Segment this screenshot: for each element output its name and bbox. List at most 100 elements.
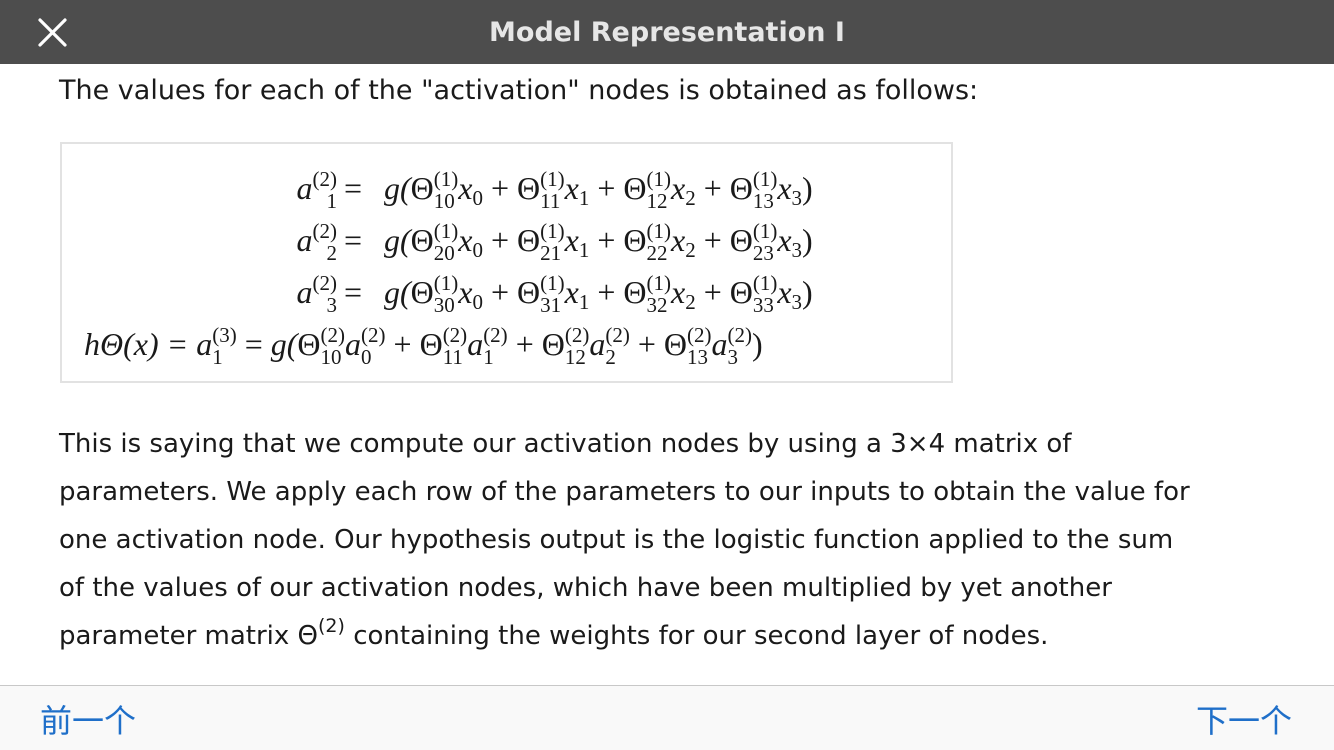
math-text: Θ (541, 326, 565, 362)
superscript: (2) (320, 322, 346, 347)
math-text: + (482, 274, 518, 310)
subscript: 30 (433, 292, 455, 317)
subscript: 3 (791, 186, 803, 210)
subscript: 2 (605, 344, 616, 369)
equals-sign: = (344, 222, 363, 258)
math-text: x (564, 274, 579, 310)
subscript: 12 (564, 344, 586, 369)
subscript: 2 (685, 290, 696, 314)
math-text: Θ (419, 326, 443, 362)
equals-sign: = (344, 170, 363, 206)
theta-indices: (2)12 (565, 324, 590, 368)
subscript: 0 (472, 186, 483, 210)
theta-indices: (1)13 (753, 168, 778, 212)
subscript: 0 (472, 290, 483, 314)
explanation-paragraph: This is saying that we compute our activ… (59, 420, 1289, 660)
paragraph-line: parameter matrix Θ(2) containing the wei… (59, 612, 1289, 660)
a-indices: (2)1 (483, 324, 508, 368)
subscript: 12 (646, 188, 668, 213)
superscript: (1) (433, 166, 459, 191)
paragraph-line: of the values of our activation nodes, w… (59, 573, 1112, 603)
subscript: 3 (791, 290, 803, 314)
close-icon (38, 18, 67, 47)
math-text: + (629, 326, 664, 362)
paragraph-line-text: parameter matrix Θ (59, 621, 319, 651)
math-text: ) (802, 170, 813, 206)
subscript: 2 (685, 238, 696, 262)
title-bar: Model Representation I (0, 0, 1334, 64)
math-text: Θ (410, 170, 434, 206)
theta-indices: (1)12 (646, 168, 671, 212)
superscript: (1) (752, 218, 778, 243)
superscript: (2) (605, 322, 630, 347)
math-text: a (296, 170, 313, 206)
math-text: x (670, 274, 686, 310)
math-text: + (695, 170, 730, 206)
lhs-indices: (2)1 (313, 168, 338, 212)
lhs-indices: (2)2 (313, 220, 338, 264)
math-text: Θ (729, 222, 753, 258)
paragraph-line: parameters. We apply each row of the par… (59, 477, 1190, 507)
superscript: (2) (312, 270, 338, 295)
theta-indices: (1)21 (540, 220, 565, 264)
math-text: x (777, 274, 792, 310)
math-text: Θ (623, 170, 647, 206)
math-text: g( (384, 222, 411, 258)
theta-indices: (1)22 (646, 220, 671, 264)
paragraph-line: one activation node. Our hypothesis outp… (59, 525, 1174, 555)
math-text: x (670, 222, 686, 258)
superscript: (2) (442, 322, 468, 347)
superscript: (3) (212, 322, 237, 347)
page-title: Model Representation I (489, 17, 845, 48)
math-text: a (296, 274, 313, 310)
subscript: 3 (727, 344, 739, 369)
subscript: 2 (685, 186, 696, 210)
superscript: (1) (433, 218, 459, 243)
math-text: x (564, 222, 579, 258)
math-text: + (695, 222, 730, 258)
math-text: ) (752, 326, 763, 362)
theta-indices: (1)11 (540, 168, 565, 212)
superscript: (1) (646, 218, 671, 243)
math-text: + (507, 326, 542, 362)
math-text: x (777, 170, 792, 206)
superscript: (2) (727, 322, 753, 347)
math-text: + (589, 274, 624, 310)
math-text: Θ (410, 274, 434, 310)
math-text: Θ (729, 274, 753, 310)
subscript: 22 (646, 240, 668, 265)
next-button[interactable]: 下一个 (1195, 702, 1292, 740)
theta-superscript: (2) (318, 615, 345, 637)
subscript: 3 (791, 238, 803, 262)
subscript: 11 (540, 188, 561, 213)
a-indices: (2)3 (728, 324, 753, 368)
math-text: + (589, 222, 624, 258)
math-text: x (564, 170, 579, 206)
math-text: + (482, 170, 518, 206)
close-button[interactable] (28, 8, 76, 56)
superscript: (1) (433, 270, 459, 295)
theta-indices: (2)10 (321, 324, 346, 368)
subscript: 0 (472, 238, 483, 262)
math-text: Θ (663, 326, 687, 362)
a-indices: (2)2 (605, 324, 630, 368)
math-text: x (458, 222, 473, 258)
math-text: Θ (297, 326, 321, 362)
math-text: = (236, 326, 271, 362)
math-text: ) (802, 222, 813, 258)
math-text: g( (270, 326, 298, 362)
subscript: 1 (483, 344, 494, 369)
prev-button[interactable]: 前一个 (40, 702, 137, 740)
subscript: 21 (540, 240, 562, 265)
theta-indices: (2)13 (687, 324, 712, 368)
paragraph-line-text: containing the weights for our second la… (344, 621, 1049, 651)
subscript: 20 (433, 240, 455, 265)
subscript: 2 (326, 240, 338, 265)
superscript: (1) (540, 166, 565, 191)
subscript: 10 (433, 188, 455, 213)
equation-lhs: a(2)1 (297, 162, 338, 214)
